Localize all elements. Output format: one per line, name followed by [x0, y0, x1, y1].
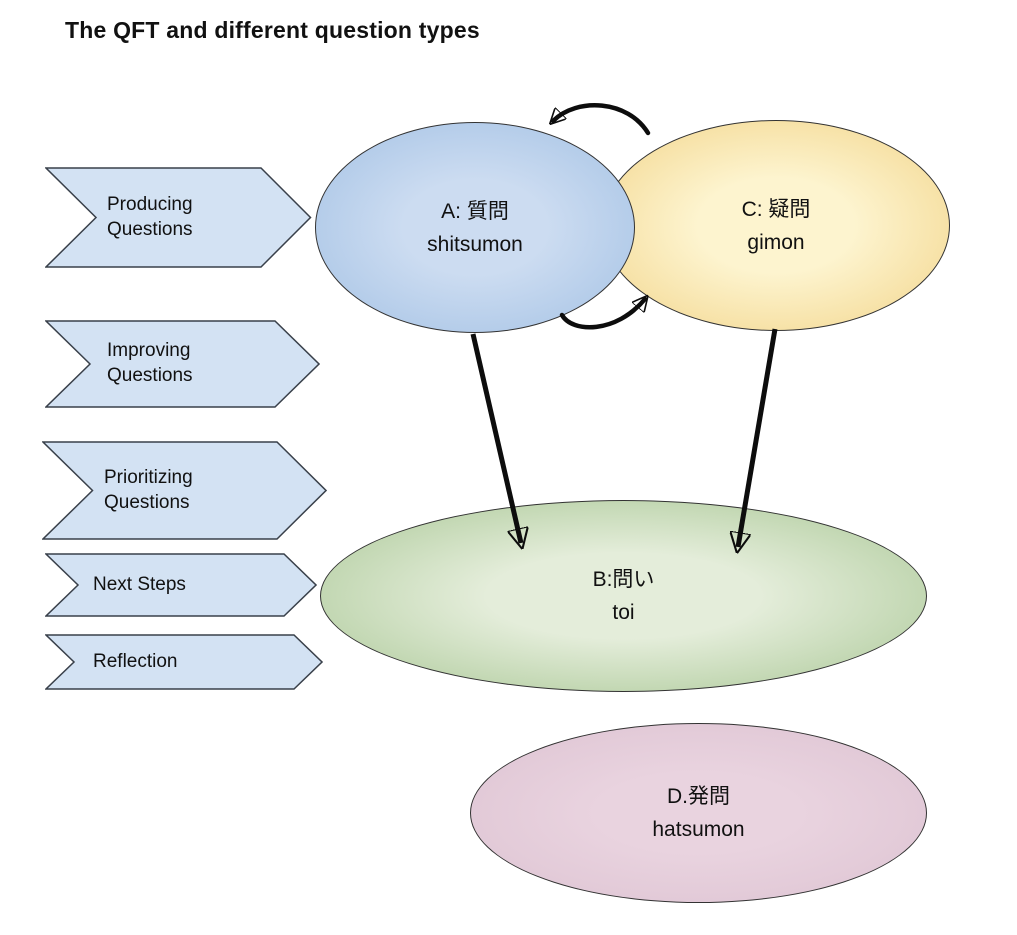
ellipse-b-label-jp: B:問い: [592, 568, 655, 591]
ellipse-a-label-jp: A: 質問: [441, 199, 509, 223]
step-label: Prioritizing Questions: [104, 466, 193, 513]
page-title: The QFT and different question types: [65, 17, 480, 43]
chevron-arrow-icon: [42, 441, 327, 540]
ellipse-d-label-jp: D.発問: [666, 785, 730, 808]
chevron-arrow-icon: [45, 634, 323, 690]
ellipse-c-label-jp: C: 疑問: [741, 197, 811, 221]
ellipse-c-label-romaji: gimon: [747, 230, 805, 254]
chevron-arrow-icon: [45, 167, 312, 268]
step-next-steps: Next Steps: [45, 553, 317, 617]
step-label: Next Steps: [93, 573, 186, 595]
chevron-arrow-icon: [45, 320, 320, 408]
step-label: Improving Questions: [107, 340, 193, 386]
step-label: Producing Questions: [107, 193, 193, 240]
ellipse-a-shitsumon: A: 質問 shitsumon: [315, 122, 635, 333]
step-producing-questions: Producing Questions: [45, 167, 312, 268]
ellipse-c-gimon: C: 疑問 gimon: [602, 120, 950, 331]
step-prioritizing-questions: Prioritizing Questions: [42, 441, 327, 540]
step-reflection: Reflection: [45, 634, 323, 690]
step-label: Reflection: [93, 650, 178, 672]
arrow-c-to-a-icon: [553, 103, 651, 136]
ellipse-d-label-romaji: hatsumon: [652, 818, 745, 841]
ellipse-b-label-romaji: toi: [612, 601, 635, 624]
ellipse-a-label-romaji: shitsumon: [427, 232, 523, 256]
ellipse-d-hatsumon: D.発問 hatsumon: [470, 723, 927, 903]
step-improving-questions: Improving Questions: [45, 320, 320, 408]
chevron-arrow-icon: [45, 553, 317, 617]
ellipse-b-toi: B:問い toi: [320, 500, 927, 692]
